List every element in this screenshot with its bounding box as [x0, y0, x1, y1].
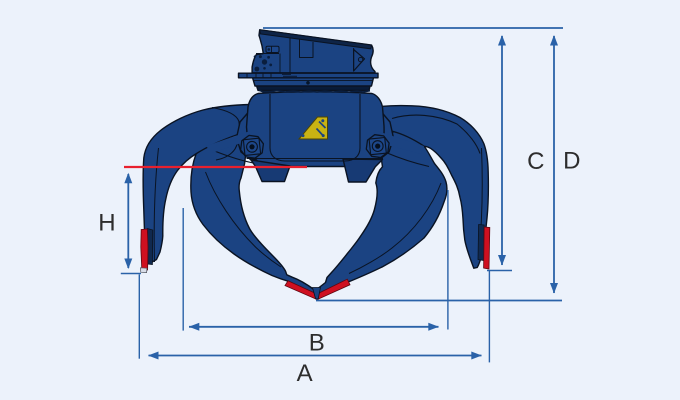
svg-text:D: D [563, 148, 580, 175]
svg-text:C: C [527, 148, 544, 175]
svg-text:B: B [309, 329, 325, 356]
svg-text:H: H [98, 209, 115, 236]
svg-text:A: A [297, 360, 313, 387]
